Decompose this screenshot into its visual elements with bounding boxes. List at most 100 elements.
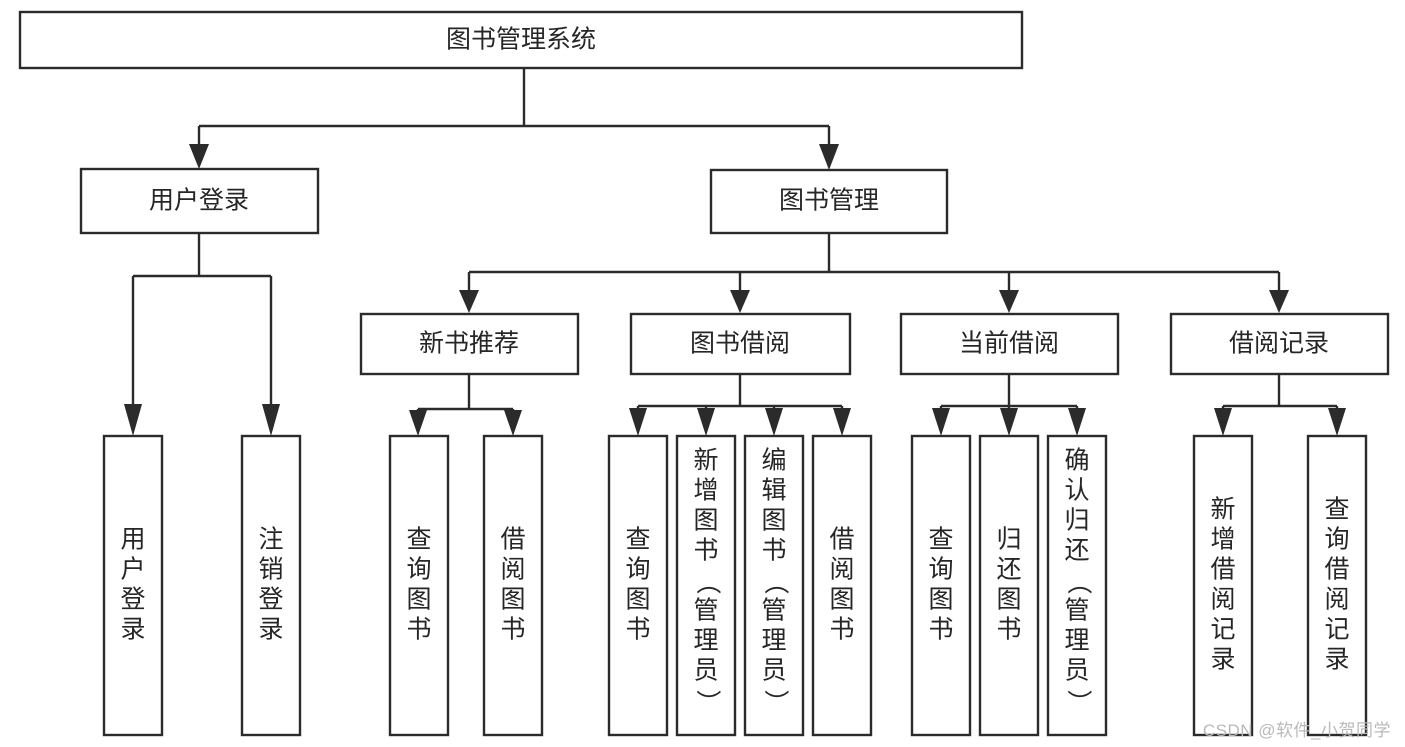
svg-text:管: 管 [1064, 597, 1089, 625]
svg-text:录: 录 [258, 616, 283, 644]
svg-text:管: 管 [761, 597, 786, 625]
svg-text:新: 新 [1210, 496, 1235, 524]
svg-text:查: 查 [625, 526, 650, 554]
svg-text:借: 借 [1210, 556, 1235, 584]
arrow-leaf-borrow-2 [697, 408, 715, 436]
node-book-borrow[interactable]: 图书借阅 [629, 312, 852, 376]
leaf-node-query-book-b-box[interactable] [607, 434, 669, 737]
node-root-box[interactable] [18, 10, 1024, 70]
node-new-book-recommend[interactable]: 新书推荐 [359, 312, 580, 376]
leaf-node-add-borrow-record-box[interactable] [1192, 434, 1254, 737]
arrow-current [999, 290, 1019, 313]
svg-text:（: （ [1064, 569, 1092, 594]
node-book-management-box[interactable] [709, 168, 949, 235]
svg-text:编: 编 [761, 447, 786, 475]
leaf-node-edit-book-box[interactable] [743, 434, 805, 737]
leaf-node-borrow-book-a-box[interactable] [482, 434, 544, 737]
node-current-borrow-box[interactable] [899, 312, 1120, 376]
svg-text:图: 图 [406, 586, 431, 614]
svg-text:图: 图 [996, 586, 1021, 614]
leaf-node-logout-box[interactable] [240, 434, 302, 737]
leaf-node-user-login[interactable]: 用户登录 [102, 434, 164, 737]
leaf-node-user-login-label: 用户登录 [120, 526, 145, 644]
svg-text:阅: 阅 [829, 556, 854, 584]
leaf-node-borrow-book-b-box[interactable] [811, 434, 873, 737]
svg-text:员: 员 [693, 657, 718, 685]
leaf-node-confirm-return-box[interactable] [1046, 434, 1108, 737]
svg-text:认: 认 [1064, 477, 1089, 505]
node-book-borrow-box[interactable] [629, 312, 852, 376]
arrow-leaf-borrow-3 [765, 408, 783, 436]
svg-text:询: 询 [1324, 526, 1349, 554]
arrow-leaf-newbook-2 [504, 410, 522, 436]
node-new-book-recommend-box[interactable] [359, 312, 580, 376]
svg-text:书: 书 [406, 616, 431, 644]
node-user-login-box[interactable] [79, 167, 320, 235]
svg-text:理: 理 [1064, 627, 1089, 655]
svg-text:书: 书 [996, 616, 1021, 644]
arrow-leaf-logout [262, 404, 280, 436]
svg-text:新: 新 [693, 447, 718, 475]
node-book-borrow-label: 图书借阅 [690, 330, 790, 358]
svg-text:登: 登 [120, 586, 145, 614]
svg-text:书: 书 [693, 537, 718, 565]
leaf-node-query-borrow-record-box[interactable] [1306, 434, 1368, 737]
svg-text:增: 增 [693, 477, 718, 505]
leaf-node-query-book-a-box[interactable] [388, 434, 450, 737]
node-current-borrow[interactable]: 当前借阅 [899, 312, 1120, 376]
svg-text:理: 理 [693, 627, 718, 655]
svg-text:询: 询 [625, 556, 650, 584]
node-new-book-recommend-label: 新书推荐 [419, 330, 519, 358]
node-book-management[interactable]: 图书管理 [709, 168, 949, 235]
svg-text:书: 书 [829, 616, 854, 644]
arrow-leaf-user-login [124, 404, 142, 436]
node-root[interactable]: 图书管理系统 [18, 10, 1024, 70]
node-borrow-records[interactable]: 借阅记录 [1169, 312, 1390, 376]
leaf-node-user-login-box[interactable] [102, 434, 164, 737]
svg-text:借: 借 [1324, 556, 1349, 584]
svg-text:确: 确 [1064, 447, 1089, 475]
svg-text:增: 增 [1210, 526, 1235, 554]
svg-text:查: 查 [928, 526, 953, 554]
leaf-node-add-book-box[interactable] [675, 434, 737, 737]
node-borrow-records-box[interactable] [1169, 312, 1390, 376]
node-user-login[interactable]: 用户登录 [79, 167, 320, 235]
svg-text:询: 询 [406, 556, 431, 584]
csdn-watermark: CSDN @软件_小贺同学 [1202, 721, 1391, 740]
svg-text:录: 录 [1324, 646, 1349, 674]
svg-text:图: 图 [928, 586, 953, 614]
leaf-node-query-book-c-box[interactable] [910, 434, 972, 737]
svg-text:理: 理 [761, 627, 786, 655]
svg-text:归: 归 [1064, 507, 1089, 535]
leaf-node-return-book-box[interactable] [978, 434, 1040, 737]
arrow-to-book-manage [819, 144, 839, 170]
svg-text:书: 书 [928, 616, 953, 644]
connector-group [124, 68, 1346, 436]
arrow-leaf-current-1 [932, 408, 950, 436]
svg-text:用: 用 [120, 526, 145, 554]
svg-text:查: 查 [1324, 496, 1349, 524]
svg-text:书: 书 [625, 616, 650, 644]
svg-text:阅: 阅 [500, 556, 525, 584]
arrow-borrow [730, 290, 750, 313]
